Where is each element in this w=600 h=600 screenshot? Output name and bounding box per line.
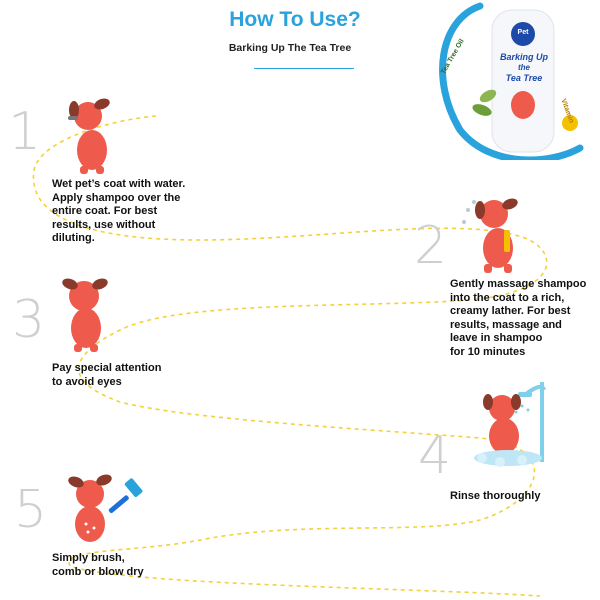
step-5-number: 5: [14, 480, 48, 540]
step-2-number: 2: [414, 216, 448, 276]
step-2-text: Gently massage shampoo into the coat to …: [450, 278, 587, 358]
step-5-text: Simply brush, comb or blow dry: [52, 552, 144, 578]
title-underline: [254, 68, 354, 69]
product-image: Pet Barking Up the Tea Tree Tea Tree Oil…: [420, 0, 600, 160]
step-1-number: 1: [8, 102, 42, 162]
bottle-name-line-1: Barking Up: [499, 52, 548, 62]
dog-illustration-3: [62, 278, 108, 352]
step-3-text: Pay special attention to avoid eyes: [52, 362, 162, 388]
dog-illustration-2: [462, 198, 518, 273]
bottle-name-line-2: the: [518, 63, 530, 72]
bottle-name-line-3: Tea Tree: [505, 73, 543, 83]
dog-illustration-4: [474, 382, 546, 467]
brand-label: Pet: [517, 29, 529, 36]
step-1-text: Wet pet’s coat with water. Apply shampoo…: [52, 178, 186, 244]
page-title: How To Use?: [229, 8, 361, 31]
step-4-text: Rinse thoroughly: [450, 490, 541, 502]
step-3-number: 3: [12, 290, 46, 350]
step-4-number: 4: [418, 426, 452, 486]
dog-illustration-1: [68, 98, 110, 174]
dog-illustration-5: [68, 474, 143, 542]
page-subtitle: Barking Up The Tea Tree: [228, 42, 352, 54]
